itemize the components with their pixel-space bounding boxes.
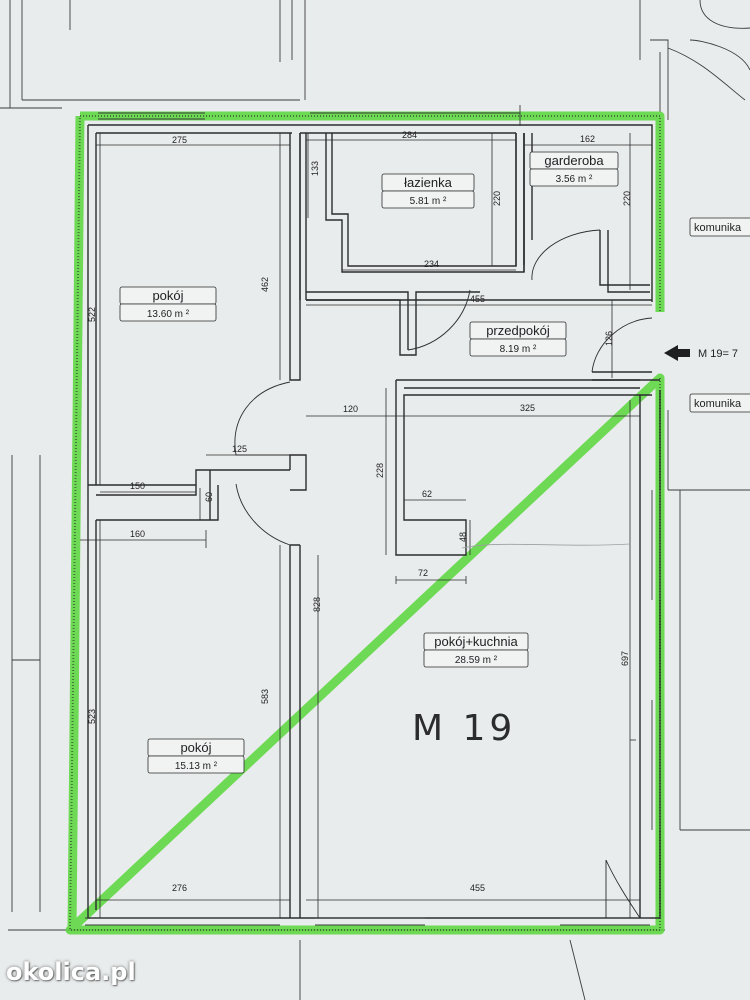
pencil-mark [461, 543, 631, 549]
entrance-arrow-icon [664, 345, 690, 361]
outer-walls [85, 105, 661, 926]
dim-62: 62 [422, 489, 432, 499]
dim-275: 275 [172, 135, 187, 145]
dimension-labels: 275 284 162 133 220 220 234 455 522 462 … [87, 130, 632, 893]
room-name: pokój [180, 740, 211, 755]
room-area: 28.59 m ² [455, 655, 498, 666]
dim-60: 60 [204, 492, 214, 502]
dim-284: 284 [402, 130, 417, 140]
room-name: przedpokój [486, 323, 550, 338]
side-annotations: komunika komunika M 19= 7 [664, 217, 750, 413]
dim-828: 828 [312, 597, 322, 612]
room-label-pokoj-2: pokój 15.13 m ² [147, 738, 245, 774]
dim-220-wardrobe: 220 [622, 191, 632, 206]
corridor-label: komunika [694, 398, 742, 410]
dim-583: 583 [260, 689, 270, 704]
dim-125: 125 [232, 444, 247, 454]
dim-455-top: 455 [470, 294, 485, 304]
apartment-outline [65, 111, 665, 935]
room-name: łazienka [404, 175, 452, 190]
room-label-pokoj-1: pokój 13.60 m ² [119, 286, 217, 322]
dim-523: 523 [87, 709, 97, 724]
room-name: pokój [152, 288, 183, 303]
unit-name: M 19 [412, 708, 516, 749]
room-name: pokój+kuchnia [434, 634, 518, 649]
room-area: 13.60 m ² [147, 309, 190, 320]
dim-697: 697 [620, 651, 630, 666]
corridor-label: komunika [694, 222, 742, 234]
dimension-lines [80, 133, 653, 918]
room-label-pokoj-kuchnia: pokój+kuchnia 28.59 m ² [423, 632, 529, 668]
room-label-garderoba: garderoba 3.56 m ² [529, 151, 619, 187]
dim-228: 228 [375, 463, 385, 478]
dim-325: 325 [520, 403, 535, 413]
dim-133: 133 [310, 161, 320, 176]
dim-522: 522 [87, 307, 97, 322]
room-area: 8.19 m ² [500, 344, 537, 355]
dim-462: 462 [260, 277, 270, 292]
room-area: 3.56 m ² [556, 174, 593, 185]
room-label-przedpokoj: przedpokój 8.19 m ² [469, 321, 567, 357]
internal-walls [88, 133, 660, 918]
doors [234, 229, 653, 919]
dim-234: 234 [424, 259, 439, 269]
dim-150: 150 [130, 481, 145, 491]
dim-48: 48 [458, 532, 468, 542]
watermark-text: okolica.pl [6, 958, 136, 986]
room-area: 5.81 m ² [410, 196, 447, 207]
dim-220-bath: 220 [492, 191, 502, 206]
dim-160: 160 [130, 529, 145, 539]
unit-side-label: M 19= 7 [698, 348, 738, 360]
room-name: garderoba [544, 153, 604, 168]
dim-276: 276 [172, 883, 187, 893]
dim-126: 126 [604, 331, 614, 346]
dim-72: 72 [418, 568, 428, 578]
dim-455-bottom: 455 [470, 883, 485, 893]
room-area: 15.13 m ² [175, 761, 218, 772]
room-label-lazienka: łazienka 5.81 m ² [381, 173, 475, 209]
dim-120: 120 [343, 404, 358, 414]
dim-162: 162 [580, 134, 595, 144]
